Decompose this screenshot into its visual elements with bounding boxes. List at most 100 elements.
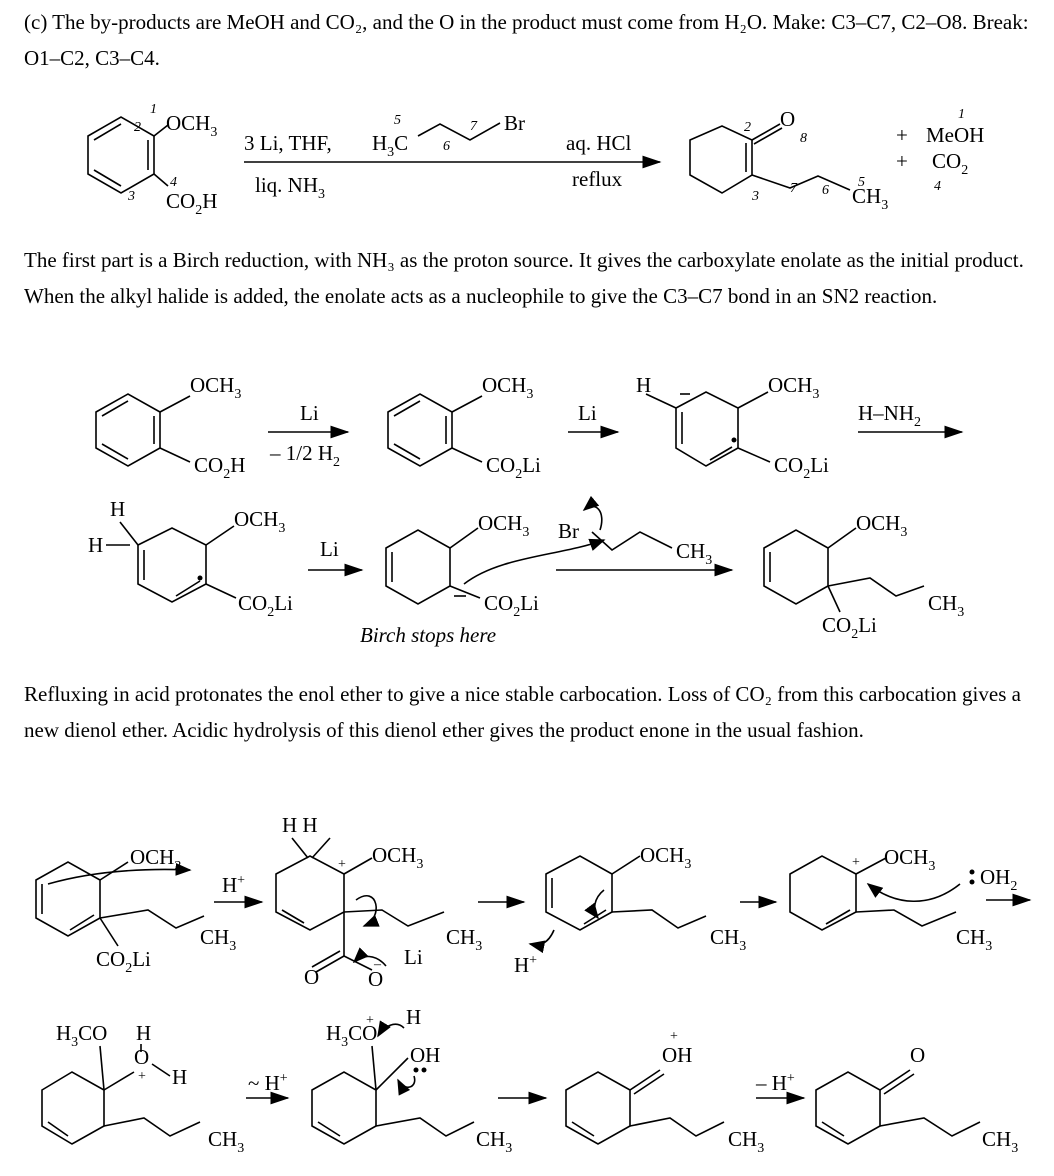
svg-text:H: H bbox=[136, 1021, 151, 1045]
svg-text:8: 8 bbox=[800, 131, 807, 146]
svg-text:6: 6 bbox=[822, 183, 829, 198]
svg-text:+: + bbox=[366, 1013, 374, 1028]
svg-text:OCH3: OCH3 bbox=[640, 843, 691, 872]
svg-text:2: 2 bbox=[744, 120, 751, 135]
svg-text:Li: Li bbox=[320, 537, 339, 561]
overall-reaction: OCH3 CO2H 1 2 3 4 3 Li, THF, liq. NH3 H3… bbox=[87, 102, 984, 218]
reagent-reflux: reflux bbox=[572, 167, 623, 191]
svg-text:OCH3: OCH3 bbox=[478, 511, 529, 540]
svg-text:7: 7 bbox=[790, 181, 798, 196]
svg-text:OCH3: OCH3 bbox=[884, 845, 935, 874]
svg-text:~ H+: ~ H+ bbox=[248, 1071, 288, 1095]
svg-text:H+: H+ bbox=[514, 953, 537, 977]
svg-text:H H: H H bbox=[282, 813, 318, 837]
svg-text:CH3: CH3 bbox=[446, 925, 482, 954]
svg-text:O: O bbox=[134, 1045, 149, 1069]
byproduct-co2: CO2 bbox=[932, 149, 968, 178]
mechanism-row-2: H H OCH3 CO2Li Li OCH3 CO2Li Birch stops… bbox=[88, 495, 964, 647]
svg-text:O: O bbox=[304, 965, 319, 989]
svg-text:1: 1 bbox=[958, 107, 965, 122]
svg-text:OCH3: OCH3 bbox=[856, 511, 907, 540]
birch-paragraph: The first part is a Birch reduction, wit… bbox=[24, 248, 1024, 308]
svg-text:H3CO: H3CO bbox=[56, 1021, 107, 1050]
svg-text:CO2Li: CO2Li bbox=[484, 591, 539, 620]
svg-text:Br: Br bbox=[504, 111, 525, 135]
svg-text:CH3: CH3 bbox=[476, 1127, 512, 1156]
svg-text:CO2Li: CO2Li bbox=[96, 947, 151, 976]
mechanism-row-1: OCH3 CO2H Li – 1/2 H2 OCH3 CO2Li Li H OC… bbox=[95, 373, 964, 482]
svg-text:CO2Li: CO2Li bbox=[774, 453, 829, 482]
svg-text:3: 3 bbox=[751, 189, 759, 204]
svg-text:CO2H: CO2H bbox=[166, 189, 217, 218]
svg-text:H–NH2: H–NH2 bbox=[858, 401, 921, 430]
svg-text:H3CO: H3CO bbox=[326, 1021, 377, 1050]
svg-text:Br: Br bbox=[558, 519, 579, 543]
svg-text:CH3: CH3 bbox=[982, 1127, 1018, 1156]
svg-text:CH3: CH3 bbox=[852, 184, 888, 213]
svg-text:CO2Li: CO2Li bbox=[238, 591, 293, 620]
svg-text:CH3: CH3 bbox=[956, 925, 992, 954]
svg-text:7: 7 bbox=[470, 119, 478, 134]
alkyl-bromide: H3C Br 5 6 7 bbox=[372, 111, 525, 160]
svg-text:O: O bbox=[368, 967, 383, 991]
svg-text:H: H bbox=[110, 497, 125, 521]
svg-text:+: + bbox=[896, 123, 908, 147]
svg-text:4: 4 bbox=[170, 175, 177, 190]
svg-text:4: 4 bbox=[934, 179, 941, 194]
reagent-ammonia: liq. NH3 bbox=[255, 173, 325, 202]
svg-text:H: H bbox=[406, 1005, 421, 1029]
svg-text:–: – bbox=[373, 957, 382, 972]
intro-paragraph: (c) The by-products are MeOH and CO₂, an… bbox=[24, 10, 1029, 70]
birch-stops-note: Birch stops here bbox=[360, 623, 496, 647]
svg-text:Li: Li bbox=[578, 401, 597, 425]
svg-text:OH: OH bbox=[410, 1043, 440, 1067]
hydrolysis-paragraph: Refluxing in acid protonates the enol et… bbox=[24, 682, 1021, 742]
svg-text:CO2H: CO2H bbox=[194, 453, 245, 482]
svg-text:OCH3: OCH3 bbox=[234, 507, 285, 536]
svg-text:OCH3: OCH3 bbox=[130, 845, 181, 874]
svg-text:H+: H+ bbox=[222, 873, 245, 897]
svg-text:– 1/2 H2: – 1/2 H2 bbox=[269, 441, 340, 470]
svg-text:Li: Li bbox=[404, 945, 423, 969]
svg-text:CH3: CH3 bbox=[676, 539, 712, 568]
svg-text:CH3: CH3 bbox=[728, 1127, 764, 1156]
reagent-li-thf: 3 Li, THF, bbox=[244, 131, 332, 155]
starting-material-benzoic-acid: OCH3 CO2H 1 2 3 4 bbox=[87, 102, 217, 218]
svg-text:– H+: – H+ bbox=[755, 1071, 795, 1095]
svg-text:+: + bbox=[138, 1069, 146, 1084]
svg-text:OCH3: OCH3 bbox=[166, 111, 217, 140]
svg-text:+: + bbox=[896, 149, 908, 173]
reagent-hcl: aq. HCl bbox=[566, 131, 631, 155]
svg-text:CH3: CH3 bbox=[200, 925, 236, 954]
svg-text:6: 6 bbox=[443, 139, 450, 154]
svg-text:5: 5 bbox=[858, 175, 865, 190]
svg-text:3: 3 bbox=[127, 189, 135, 204]
svg-text:H3C: H3C bbox=[372, 131, 408, 160]
svg-text:H: H bbox=[172, 1065, 187, 1089]
svg-text:CH3: CH3 bbox=[710, 925, 746, 954]
svg-text:+: + bbox=[670, 1029, 678, 1044]
product-enone: O CH3 2 8 3 7 6 5 bbox=[689, 107, 888, 213]
svg-text:CO2Li: CO2Li bbox=[822, 613, 877, 642]
svg-text:+: + bbox=[852, 855, 860, 870]
svg-text:OCH3: OCH3 bbox=[482, 373, 533, 402]
svg-text:OH2: OH2 bbox=[980, 865, 1017, 894]
svg-text:OCH3: OCH3 bbox=[190, 373, 241, 402]
svg-text:OCH3: OCH3 bbox=[372, 843, 423, 872]
svg-text:CO2Li: CO2Li bbox=[486, 453, 541, 482]
svg-text:OH: OH bbox=[662, 1043, 692, 1067]
svg-text:5: 5 bbox=[394, 113, 401, 128]
mechanism-row-4: H3CO H O + H CH3 ~ H+ + H3CO H OH CH3 bbox=[41, 1005, 1018, 1156]
byproduct-methanol: MeOH bbox=[926, 123, 984, 147]
svg-text:O: O bbox=[780, 107, 795, 131]
svg-text:2: 2 bbox=[134, 120, 141, 135]
svg-text:CH3: CH3 bbox=[208, 1127, 244, 1156]
svg-text:H: H bbox=[636, 373, 651, 397]
svg-text:OCH3: OCH3 bbox=[768, 373, 819, 402]
svg-text:Li: Li bbox=[300, 401, 319, 425]
svg-text:+: + bbox=[338, 857, 346, 872]
mechanism-row-3: OCH3 CH3 CO2Li H+ H H + O O – Li OCH3 CH… bbox=[35, 813, 1032, 991]
svg-text:O: O bbox=[910, 1043, 925, 1067]
svg-text:1: 1 bbox=[150, 102, 157, 117]
